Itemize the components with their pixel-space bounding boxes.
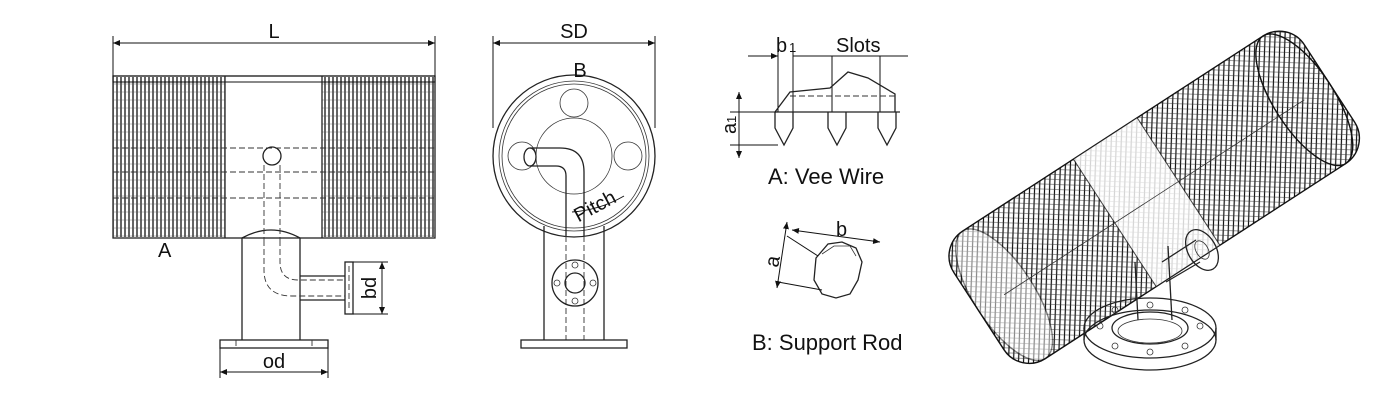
wire-wrap-left [113,77,225,237]
screen-outer-circle [492,74,656,238]
pitch-arc [571,195,625,213]
flange-bolt-bottom [571,297,579,305]
screen-top-band [112,75,436,83]
support-rod-caption: B: Support Rod [752,330,902,355]
iso-branch-flange [1184,229,1220,271]
flange-bolt-right [589,279,597,287]
iso-base-bore [1111,311,1189,345]
a-ext-top [786,235,819,257]
iso-axis [1003,99,1305,296]
wire-height-subscript: 1 [724,116,739,123]
wire-wrap-right [322,77,435,237]
vee-wire-3 [877,112,897,147]
iso-bolt-3 [1146,301,1154,309]
screen-inner-circle [498,80,650,232]
iso-bolt-5 [1111,342,1119,350]
pitch-label: Pitch [570,187,620,227]
rod-hole-top [559,88,589,118]
screen-wire-circle [501,83,647,229]
a-ext-bottom [777,281,823,291]
elbow-inner [279,240,345,281]
detail-support-rod: b a B: Support Rod [752,219,902,355]
b-dimension-line [791,227,881,245]
side-view: SD B Pitch [492,21,656,349]
section-b-label: B [573,60,586,82]
isometric-view [948,30,1361,371]
iso-bolt-4 [1146,348,1154,356]
slots-label: Slots [836,35,880,57]
elbow-outer [263,240,345,297]
rod-hole-right [613,141,643,171]
iso-bolt-6 [1181,342,1189,350]
vee-wire-2 [827,112,847,147]
support-rod-top-edge [821,245,857,257]
branch-flange-face [551,259,599,307]
screen-diameter-label: SD [560,21,588,43]
base-flange [219,339,329,349]
rod-width-label: b [836,219,847,241]
iso-branch-bore [1194,240,1210,260]
vee-wire-caption: A: Vee Wire [768,164,884,189]
flange-bolt-top [571,261,579,269]
vee-wire-1 [774,112,794,147]
inlet-opening [262,146,282,166]
wire-height-label: a [719,122,741,134]
front-view: L A bd od [112,21,436,378]
iso-bolt-2 [1196,322,1204,330]
side-base-flange [520,339,628,349]
rod-height-label: a [761,253,785,269]
branch-flange [344,261,354,315]
iso-bolt-8 [1181,306,1189,314]
section-a-label: A [158,240,172,262]
length-label: L [268,21,279,43]
a-dimension-line [775,221,789,289]
side-inlet-ellipse [523,147,537,167]
branch-diameter-label: bd [359,277,381,299]
iso-bolt-1 [1096,322,1104,330]
iso-base-bore-inner [1117,318,1183,344]
side-elbow-outer [530,147,585,236]
detail-vee-wire: b 1 Slots a 1 A: Vee Wire [719,35,908,189]
slot-width-label: b [776,35,787,57]
riser-top-curve [241,229,301,239]
iso-bolt-7 [1111,306,1119,314]
slot-width-subscript: 1 [789,40,796,55]
side-elbow-inner [530,165,567,236]
flange-bolt-left [553,279,561,287]
outlet-diameter-label: od [263,351,285,373]
branch-bore [564,272,586,294]
iso-branch-top [1161,239,1197,263]
vee-wire-profile [774,71,896,113]
hub-circle [535,117,613,195]
iso-branch-bottom [1165,261,1201,283]
